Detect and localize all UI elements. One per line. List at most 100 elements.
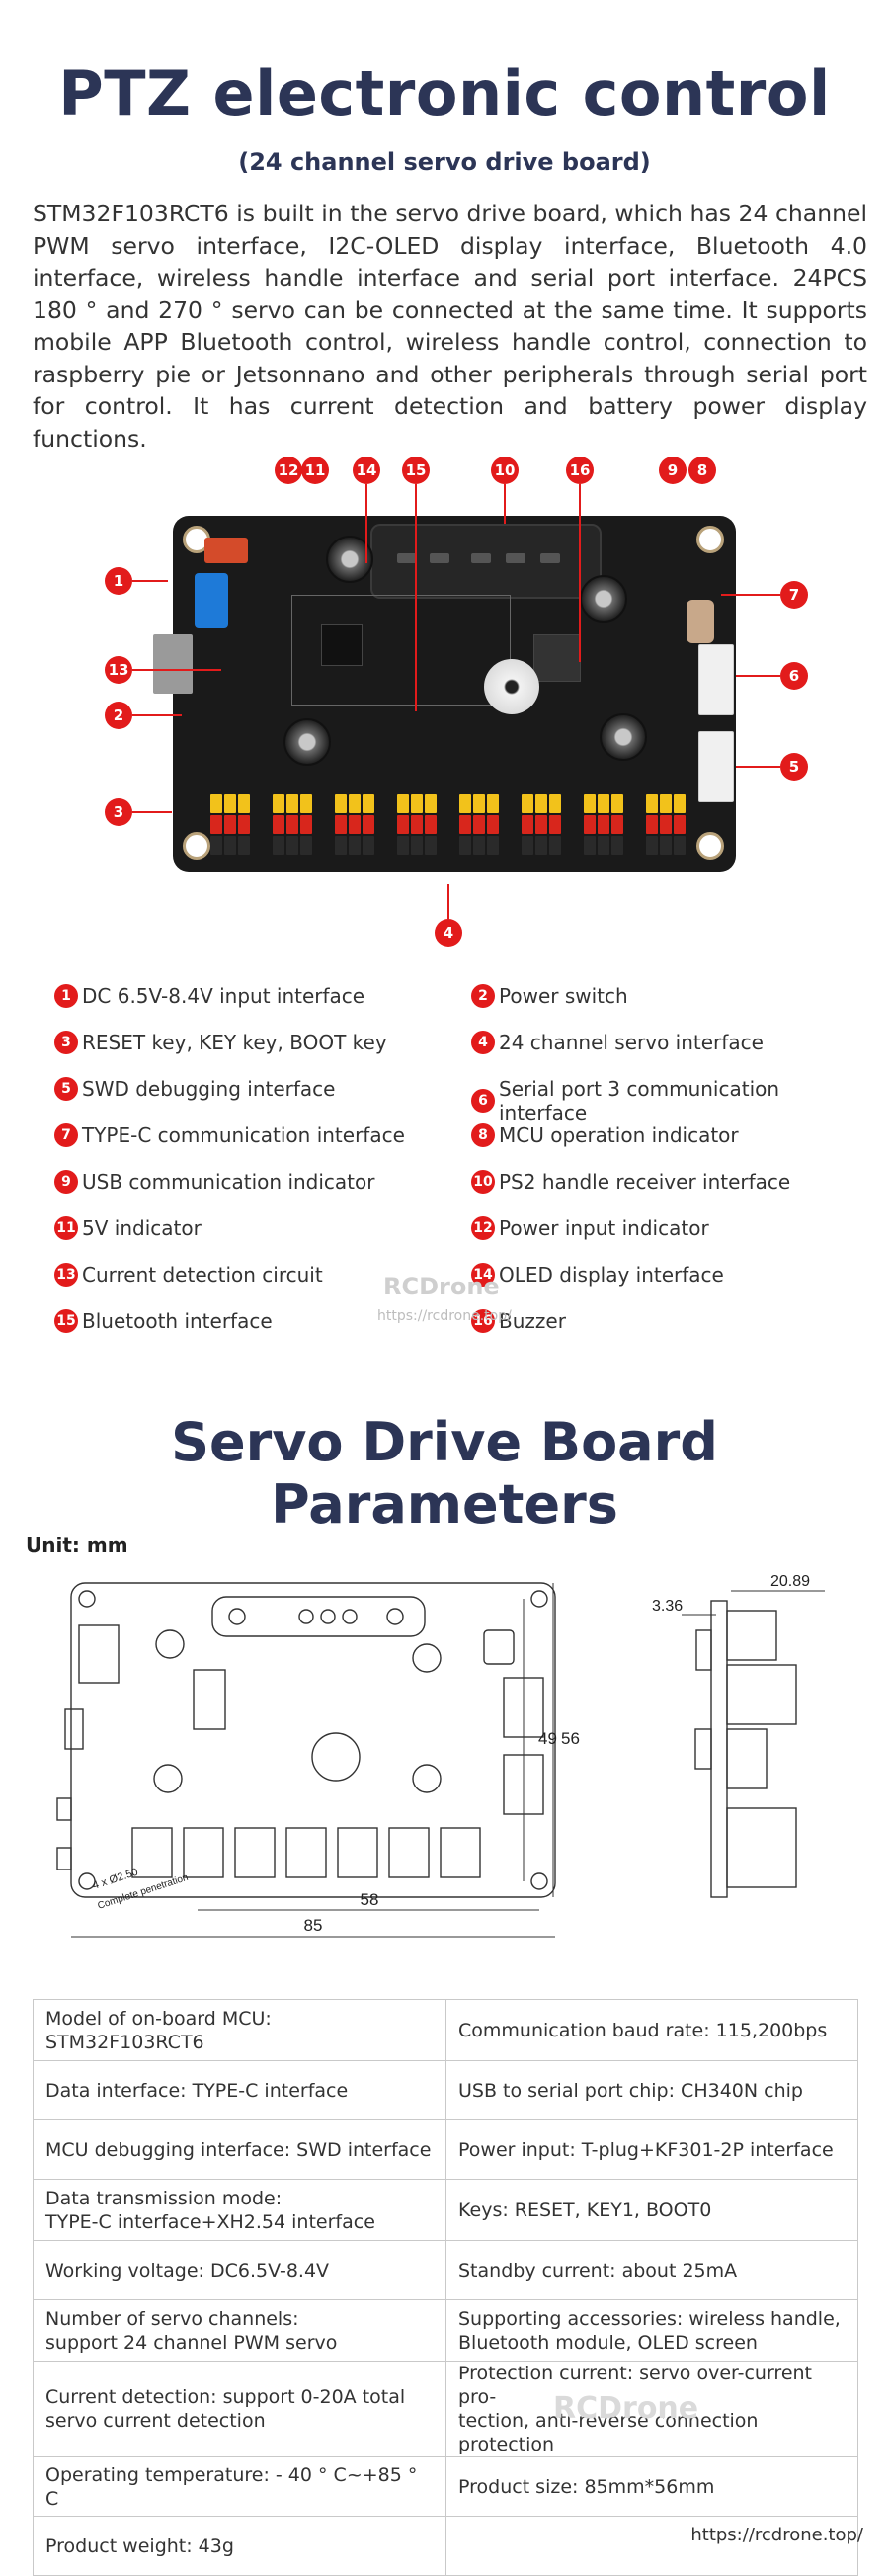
callout-14: 14 [353,457,380,484]
servo-header-column [660,794,672,858]
dim-height: 56 [561,1729,580,1748]
table-cell: Product weight: 43g [33,2516,446,2576]
servo-header-column [238,794,250,858]
servo-header-column [473,794,485,858]
dim-holes: 4 x Ø2.50 [91,1867,139,1892]
page-title: PTZ electronic control [58,57,831,129]
servo-header-column [300,794,312,858]
dim-offset: 3.36 [652,1598,683,1615]
servo-header-column [584,794,596,858]
table-cell: Working voltage: DC6.5V-8.4V [33,2240,446,2300]
params-heading: Servo Drive Board Parameters [171,1411,718,1536]
t-plug-connector [204,538,248,563]
serial-connector [698,644,734,715]
callout-4: 4 [435,919,462,947]
dim-hole-x: 58 [361,1890,379,1909]
table-cell: Operating temperature: - 40 ° C~+85 ° C [33,2456,446,2517]
footer-url: https://rcdrone.top/ [690,2525,863,2545]
table-cell: Keys: RESET, KEY1, BOOT0 [445,2179,858,2241]
servo-header-column [425,794,437,858]
servo-header-column [273,794,284,858]
servo-header-column [210,794,222,858]
oled-interface-outline [291,595,511,706]
table-row: Operating temperature: - 40 ° C~+85 ° C … [33,2456,858,2517]
table-cell: Supporting accessories: wireless handle,… [445,2299,858,2362]
table-cell: Communication baud rate: 115,200bps [445,1999,858,2061]
callout-8: 8 [688,457,716,484]
callout-9: 9 [659,457,687,484]
table-row: Model of on-board MCU: STM32F103RCT6 Com… [33,1999,858,2061]
callout-12: 12 [275,457,302,484]
servo-header-column [349,794,361,858]
servo-header-column [598,794,609,858]
dim-width: 85 [304,1916,323,1935]
servo-header-column [363,794,374,858]
servo-headers [210,794,704,858]
table-row: Number of servo channels: support 24 cha… [33,2299,858,2362]
servo-header-column [286,794,298,858]
table-row: Current detection: support 0-20A total s… [33,2361,858,2457]
legend-item: 16 Buzzer [471,1309,566,1333]
table-cell: Product size: 85mm*56mm [445,2456,858,2517]
servo-header-column [535,794,547,858]
servo-header-column [674,794,686,858]
dim-depth: 20.89 [770,1573,810,1590]
buzzer-part [484,659,539,714]
intro-paragraph: STM32F103RCT6 is built in the servo driv… [33,200,867,453]
capacitor [600,713,647,761]
callout-15: 15 [402,457,430,484]
table-cell: Data interface: TYPE-C interface [33,2060,446,2120]
table-row: Working voltage: DC6.5V-8.4V Standby cur… [33,2240,858,2300]
mount-hole [696,832,724,860]
usb-c-port [687,600,714,643]
table-cell: Number of servo channels: support 24 cha… [33,2299,446,2362]
callout-13: 13 [105,656,132,684]
servo-header-column [224,794,236,858]
servo-header-column [522,794,533,858]
capacitor [283,718,331,766]
callout-1: 1 [105,567,132,595]
servo-header-column [397,794,409,858]
page-subtitle: (24 channel servo drive board) [238,148,651,176]
table-cell: Power input: T-plug+KF301-2P interface [445,2119,858,2180]
table-row: Data transmission mode: TYPE-C interface… [33,2179,858,2241]
servo-header-column [646,794,658,858]
table-cell: Model of on-board MCU: STM32F103RCT6 [33,1999,446,2061]
callout-3: 3 [105,798,132,826]
table-row: Data interface: TYPE-C interface USB to … [33,2060,858,2120]
servo-header-column [459,794,471,858]
watermark-url: https://rcdrone.top/ [377,1308,512,1324]
capacitor [580,575,627,623]
swd-connector [698,731,734,802]
table-cell: Current detection: support 0-20A total s… [33,2361,446,2457]
board-photo: 1 2 3 4 5 6 7 8 9 10 11 12 13 14 15 16 [0,435,889,958]
mount-hole [183,832,210,860]
power-switch-part [153,634,193,694]
servo-header-column [549,794,561,858]
mcu-chip [321,624,363,666]
circuit-board [153,516,736,872]
callout-6: 6 [780,662,808,690]
watermark-brand: RCDrone [383,1273,500,1300]
table-cell: USB to serial port chip: CH340N chip [445,2060,858,2120]
servo-header-column [487,794,499,858]
table-cell: Standby current: about 25mA [445,2240,858,2300]
callout-16: 16 [566,457,594,484]
table-row: MCU debugging interface: SWD interface P… [33,2119,858,2180]
